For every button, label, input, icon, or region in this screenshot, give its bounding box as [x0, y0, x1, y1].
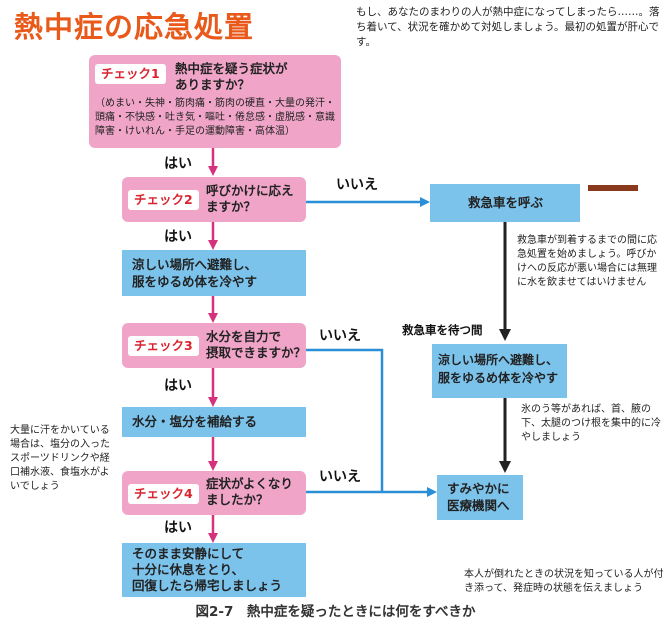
check2-badge: チェック2 — [128, 190, 199, 210]
check1-box: チェック1 熱中症を疑う症状が ありますか？ （めまい・失神・筋肉痛・筋肉の硬直… — [89, 55, 341, 148]
ambulance-note: 救急車が到着するまでの間に応急処置を始めましょう。呼びかけへの反応が悪い場合には… — [517, 235, 657, 288]
yes-label-2: はい — [164, 229, 192, 245]
check1-badge: チェック1 — [95, 64, 166, 84]
action-cool2-box: 涼しい場所へ避難し、 服をゆるめ体を冷やす — [432, 344, 567, 398]
check4-badge: チェック4 — [128, 484, 199, 504]
action-cool-line2: 服をゆるめ体を冷やす — [132, 274, 258, 289]
action-cool2-line2: 服をゆるめ体を冷やす — [438, 371, 559, 385]
check4-question-line1: 症状がよくなり — [206, 476, 293, 491]
check2-box: チェック2 呼びかけに応え ますか？ — [122, 177, 306, 222]
check3-badge: チェック3 — [128, 336, 199, 356]
action-cool-line1: 涼しい場所へ避難し、 — [132, 257, 258, 272]
yes-label-4: はい — [164, 520, 192, 536]
check1-symptoms: （めまい・失神・筋肉痛・筋肉の硬直・大量の発汗・頭痛・不快感・吐き気・嘔吐・倦怠… — [95, 98, 335, 137]
action-hydrate-label: 水分・塩分を補給する — [132, 414, 258, 429]
action-hydrate-box: 水分・塩分を補給する — [122, 407, 306, 437]
action-rest-line1: そのまま安静にして — [132, 546, 245, 561]
action-ambulance-box: 救急車を呼ぶ — [430, 184, 580, 222]
no-label-1: いいえ — [336, 177, 378, 193]
action-rest-line3: 回復したら帰宅しましょう — [132, 578, 283, 593]
accompany-note: 本人が倒れたときの状況を知っている人が付き添って、発症時の状態を伝えましょう — [464, 569, 664, 594]
check2-question-line2: ますか？ — [206, 199, 257, 214]
action-cool2-line1: 涼しい場所へ避難し、 — [438, 353, 559, 367]
check3-box: チェック3 水分を自力で 摂取できますか？ — [122, 323, 306, 368]
yes-label-1: はい — [164, 156, 192, 172]
action-hospital-line2: 医療機関へ — [447, 498, 510, 513]
sweat-note: 大量に汗をかいている場合は、塩分の入ったスポーツドリンクや経口補水液、食塩水がよ… — [10, 425, 110, 492]
action-rest-line2: 十分に休息をとり、 — [132, 562, 245, 577]
decorative-bar — [588, 185, 638, 191]
yes-label-3: はい — [164, 378, 192, 394]
check4-box: チェック4 症状がよくなり ましたか？ — [122, 471, 306, 515]
no-arrow-check3 — [306, 348, 384, 492]
action-hospital-box: すみやかに 医療機関へ — [437, 475, 523, 520]
action-ambulance-label: 救急車を呼ぶ — [468, 195, 544, 210]
figure-caption: 図2-7 熱中症を疑ったときには何をすべきか — [195, 604, 476, 620]
check3-question-line2: 摂取できますか？ — [206, 345, 307, 360]
check3-question-line1: 水分を自力で — [206, 329, 282, 344]
action-rest-box: そのまま安静にして 十分に休息をとり、 回復したら帰宅しましょう — [122, 543, 306, 597]
check1-question-line1: 熱中症を疑う症状が — [175, 61, 288, 76]
check4-question-line2: ましたか？ — [206, 492, 269, 507]
action-hospital-line1: すみやかに — [447, 481, 510, 496]
action-cool-box: 涼しい場所へ避難し、 服をゆるめ体を冷やす — [122, 250, 306, 296]
ice-note: 氷のう等があれば、首、腋の下、太腿のつけ根を集中的に冷やしましょう — [521, 404, 661, 443]
check1-question-line2: ありますか？ — [175, 77, 251, 92]
waiting-label: 救急車を待つ間 — [402, 323, 483, 337]
check2-question-line1: 呼びかけに応え — [206, 183, 294, 198]
no-label-2: いいえ — [319, 328, 361, 344]
page-title: 熱中症の応急処置 — [14, 10, 255, 44]
intro-text: もし、あなたのまわりの人が熱中症になってしまったら……。落ち着いて、状況を確かめ… — [356, 6, 660, 48]
no-label-3: いいえ — [319, 469, 361, 485]
